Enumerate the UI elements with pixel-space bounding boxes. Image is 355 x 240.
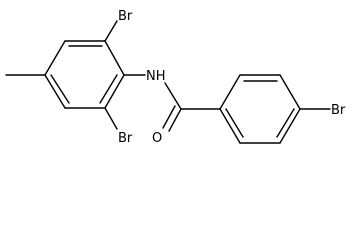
c-o-bond bbox=[168, 108, 182, 132]
ring-bond bbox=[219, 74, 241, 110]
amide-group bbox=[162, 82, 221, 132]
ring-bond bbox=[104, 74, 125, 109]
c-o-double-bond bbox=[162, 105, 176, 129]
molecule-structure: Br Br NH O Br bbox=[5, 9, 346, 146]
ring-double-bond bbox=[50, 74, 70, 104]
c-br-bond bbox=[104, 107, 118, 130]
oxygen-label: O bbox=[152, 131, 162, 146]
ring-double-bond bbox=[99, 74, 118, 104]
ring-bond bbox=[44, 40, 66, 76]
dibromomethylphenyl-ring bbox=[5, 20, 146, 130]
n-c-bond bbox=[164, 82, 182, 110]
bromophenyl-ring bbox=[219, 74, 331, 144]
ring-bond bbox=[219, 108, 241, 144]
bromine-label-top: Br bbox=[118, 9, 133, 24]
bromine-label-bottom: Br bbox=[118, 131, 133, 146]
amine-label: NH bbox=[146, 69, 166, 84]
ring-bond bbox=[104, 40, 125, 76]
bromine-label-para: Br bbox=[331, 103, 346, 118]
ring-bond bbox=[44, 74, 66, 109]
structure-canvas: Br Br NH O Br bbox=[5, 9, 346, 146]
ring-double-bond bbox=[276, 108, 295, 138]
ring-double-bond bbox=[225, 108, 244, 138]
ring-bond bbox=[279, 108, 301, 144]
c-br-bond bbox=[104, 20, 118, 42]
ring-bond bbox=[279, 74, 301, 110]
